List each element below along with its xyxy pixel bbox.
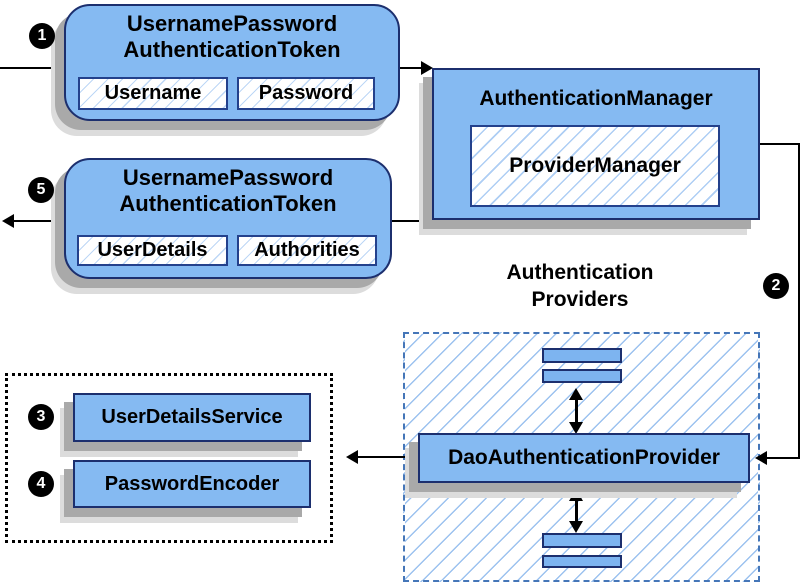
request-token-box: UsernamePassword AuthenticationToken Use… xyxy=(64,4,400,121)
flow2-line-top xyxy=(760,143,800,145)
step-2-number: 2 xyxy=(771,277,781,294)
step-2-badge: 2 xyxy=(763,273,789,299)
flow2-arrowhead-icon xyxy=(755,451,767,465)
password-encoder-label: PasswordEncoder xyxy=(104,472,280,495)
provider-placeholder-bar xyxy=(542,533,622,548)
username-field-box: Username xyxy=(78,77,228,110)
flow5-line-left xyxy=(13,220,66,222)
step-5-badge: 5 xyxy=(28,177,54,203)
provider-manager-label: ProviderManager xyxy=(509,154,681,177)
services-dotted-box xyxy=(5,373,333,543)
dbl-arrow-bottom-down-icon xyxy=(569,521,583,533)
authentication-providers-label-line1: Authentication xyxy=(506,261,654,284)
step-3-number: 3 xyxy=(36,408,46,425)
provider-placeholder-bar xyxy=(542,369,622,383)
userdetails-field-box: UserDetails xyxy=(77,235,228,266)
request-token-title-line1: UsernamePassword xyxy=(126,11,338,36)
step-5-number: 5 xyxy=(36,181,46,198)
request-token-title-line2: AuthenticationToken xyxy=(123,37,341,62)
flow2-line-bottom xyxy=(767,457,800,459)
dbl-arrow-top-line xyxy=(575,398,578,424)
provider-manager-box: ProviderManager xyxy=(470,125,720,207)
step-3-badge: 3 xyxy=(28,404,54,430)
response-token-box: UsernamePassword AuthenticationToken Use… xyxy=(64,158,392,279)
flow1-line-left xyxy=(0,67,66,69)
flow5-line-right xyxy=(390,220,433,222)
flow3-arrowhead-icon xyxy=(346,450,358,464)
flow5-arrowhead-icon xyxy=(2,214,14,228)
dao-authentication-provider-label: DaoAuthenticationProvider xyxy=(448,446,720,469)
password-field-label: Password xyxy=(258,82,354,104)
dbl-arrow-bottom-up-icon xyxy=(569,489,583,501)
step-4-badge: 4 xyxy=(28,471,54,497)
username-field-label: Username xyxy=(104,82,202,104)
password-encoder-box: PasswordEncoder xyxy=(73,460,311,508)
user-details-service-box: UserDetailsService xyxy=(73,393,311,442)
dbl-arrow-top-up-icon xyxy=(569,388,583,400)
authorities-field-box: Authorities xyxy=(237,235,377,266)
provider-placeholder-bar xyxy=(542,555,622,568)
authentication-manager-title: AuthenticationManager xyxy=(479,87,713,110)
provider-placeholder-bar xyxy=(542,348,622,363)
userdetails-field-label: UserDetails xyxy=(97,239,208,261)
response-token-title-line1: UsernamePassword xyxy=(122,165,334,190)
response-token-title-line2: AuthenticationToken xyxy=(119,191,337,216)
authentication-providers-label-line2: Providers xyxy=(531,288,629,311)
flow3-line xyxy=(357,456,418,458)
user-details-service-label: UserDetailsService xyxy=(101,406,283,428)
dao-authentication-provider-box: DaoAuthenticationProvider xyxy=(418,433,750,483)
password-field-box: Password xyxy=(237,77,375,110)
response-token-title: UsernamePassword AuthenticationToken xyxy=(66,165,390,217)
authorities-field-label: Authorities xyxy=(254,239,360,261)
flow2-line-vertical xyxy=(798,143,800,459)
flow1-line-right xyxy=(398,67,422,69)
step-1-badge: 1 xyxy=(29,23,55,49)
authentication-providers-label: Authentication Providers xyxy=(455,259,705,313)
dbl-arrow-top-down-icon xyxy=(569,422,583,434)
dbl-arrow-bottom-line xyxy=(575,499,578,523)
authentication-manager-box: AuthenticationManager ProviderManager xyxy=(432,68,760,220)
step-4-number: 4 xyxy=(36,475,46,492)
request-token-title: UsernamePassword AuthenticationToken xyxy=(66,11,398,63)
flow1-arrowhead-icon xyxy=(421,61,433,75)
step-1-number: 1 xyxy=(37,27,47,44)
